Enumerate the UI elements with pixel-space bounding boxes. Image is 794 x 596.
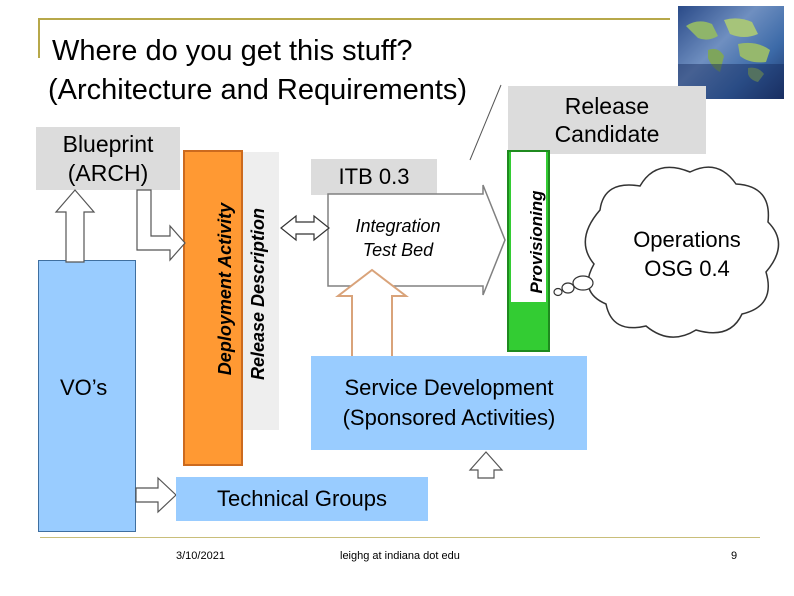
release-candidate-box: Release Candidate: [508, 86, 706, 154]
operations-label: Operations OSG 0.4: [633, 227, 741, 281]
vos-label: VO’s: [60, 375, 108, 400]
operations-cloud-shape: [584, 166, 780, 338]
provisioning-inner: [511, 152, 546, 302]
cloud-bubble-large: [572, 275, 594, 291]
title-top-rule: [38, 18, 670, 20]
footer-rule: [40, 537, 760, 538]
footer-author: leighg at indiana dot edu: [340, 550, 460, 562]
double-arrow-icon: [280, 214, 330, 242]
slide-title-line1: Where do you get this stuff?: [52, 35, 413, 67]
up-arrow-tech-service: [468, 451, 504, 479]
slide-title-line2: (Architecture and Requirements): [48, 74, 468, 106]
service-development-box: Service Development (Sponsored Activitie…: [311, 356, 587, 450]
blueprint-box: Blueprint (ARCH): [36, 127, 180, 190]
release-description-box: [243, 152, 279, 430]
right-arrow-tech-groups: [135, 476, 177, 514]
vos-box: [38, 260, 136, 532]
footer-date: 3/10/2021: [176, 550, 225, 562]
cloud-bubble-medium: [561, 282, 575, 294]
title-left-bracket: [38, 18, 40, 58]
release-candidate-connector: [469, 84, 502, 161]
itb-box: ITB 0.3: [311, 159, 437, 195]
integration-test-bed-label: Integration Test Bed: [355, 216, 441, 260]
technical-groups-box: Technical Groups: [176, 477, 428, 521]
deployment-activity-bar: [183, 150, 243, 466]
up-arrow-blueprint: [54, 189, 96, 263]
cloud-bubble-small: [553, 287, 563, 297]
bent-arrow-blueprint-deploy: [136, 189, 186, 262]
footer-page-number: 9: [731, 550, 738, 562]
